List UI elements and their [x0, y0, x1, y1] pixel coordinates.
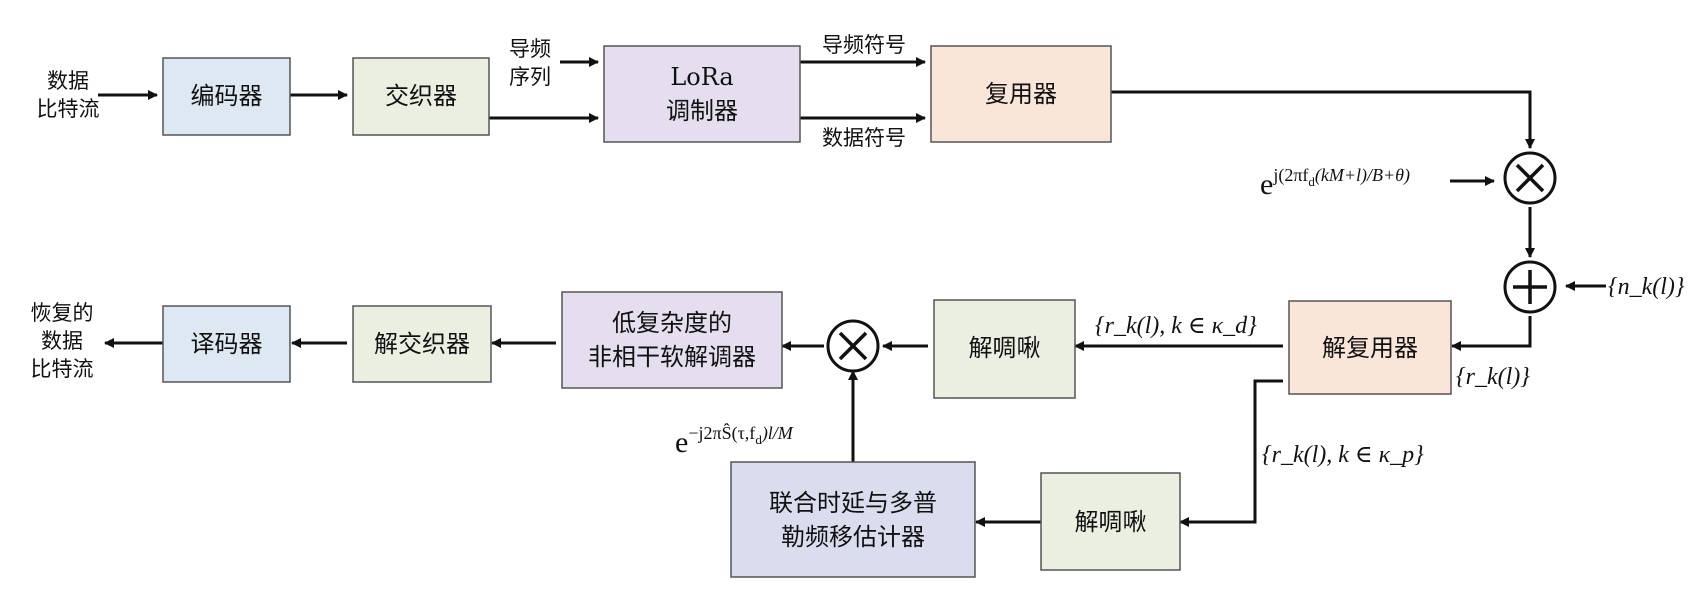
encoder-label: 编码器 [191, 82, 263, 110]
deinterleaver-label: 解交织器 [374, 330, 470, 358]
wire-adder-to-demux [1451, 316, 1532, 351]
dechirp-data-label: 解啁啾 [969, 334, 1041, 362]
pilot-seq-label-line1: 导频 [509, 37, 551, 61]
demodulator-label-line1: 低复杂度的 [612, 309, 732, 337]
channel-phase-term: ej(2πfd(kM+l)/B+θ) [1260, 165, 1410, 201]
output-label-line3: 比特流 [31, 357, 94, 381]
wire-demux-to-pilot-dechirp [1179, 379, 1283, 527]
demultiplexer-block: 解复用器 [1288, 300, 1452, 395]
estimator-label-line2: 勒频移估计器 [781, 523, 925, 551]
pilot-set-term: {r_k(l), k ∈ κ_p} [1262, 442, 1424, 468]
output-label-line1: 恢复的 [31, 301, 94, 325]
estimator-label-line1: 联合时延与多普 [769, 489, 937, 517]
data-symbol-label: 数据符号 [822, 126, 906, 150]
input-label-line2: 比特流 [37, 97, 100, 121]
estimator-block: 联合时延与多普 勒频移估计器 [730, 461, 976, 578]
demodulator-label-line2: 非相干软解调器 [588, 343, 756, 371]
data-set-term: {r_k(l), k ∈ κ_d} [1095, 313, 1257, 339]
noise-adder [1503, 260, 1557, 314]
decoder-label: 译码器 [191, 330, 263, 358]
received-term: {r_k(l)} [1456, 364, 1530, 390]
deinterleaver-block: 解交织器 [352, 305, 492, 383]
multiplexer-block: 复用器 [930, 45, 1112, 143]
lora-modulator-block: LoRa 调制器 [603, 45, 801, 143]
pilot-symbol-label: 导频符号 [822, 33, 906, 57]
compensation-term: e−j2πŜ(τ,fd)l/M [675, 422, 794, 459]
dechirp-pilot-block: 解啁啾 [1040, 472, 1181, 571]
dechirp-data-block: 解啁啾 [933, 299, 1076, 399]
compensation-multiplier [826, 319, 880, 373]
interleaver-label: 交织器 [385, 82, 457, 110]
interleaver-block: 交织器 [352, 57, 490, 136]
output-label-line2: 数据 [41, 329, 83, 353]
demultiplexer-label: 解复用器 [1322, 334, 1418, 362]
demodulator-block: 低复杂度的 非相干软解调器 [561, 291, 783, 389]
channel-multiplier [1503, 151, 1557, 205]
pilot-seq-label-line2: 序列 [509, 65, 551, 89]
wire-mux-to-mixer [1111, 90, 1535, 149]
modulator-label-line2: 调制器 [666, 97, 738, 125]
decoder-block: 译码器 [162, 305, 291, 383]
multiplexer-label: 复用器 [985, 80, 1057, 108]
noise-term: {n_k(l)} [1608, 274, 1685, 300]
dechirp-pilot-label: 解啁啾 [1075, 508, 1147, 536]
encoder-block: 编码器 [162, 57, 291, 136]
modulator-label-line1: LoRa [670, 63, 733, 91]
input-label-line1: 数据 [47, 69, 89, 93]
